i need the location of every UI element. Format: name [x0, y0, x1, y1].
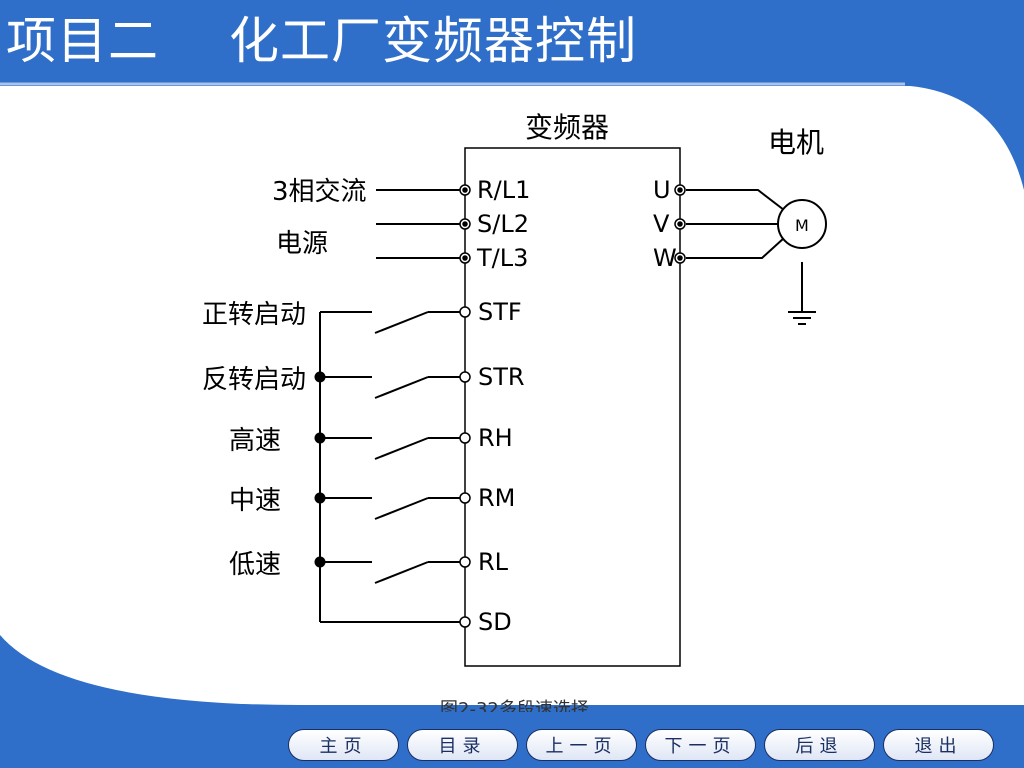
- terminal-stf: STF: [478, 298, 522, 326]
- title-subject: 化工厂变频器控制: [229, 12, 637, 70]
- title-project: 项目二: [6, 12, 159, 70]
- terminal-rm: RM: [478, 484, 515, 512]
- output-terminal-circles: [674, 184, 686, 264]
- next-page-button[interactable]: 下一页: [645, 729, 756, 761]
- motor-label: 电机: [768, 126, 824, 159]
- power-wires: [376, 189, 460, 259]
- terminal-rh: RH: [478, 424, 513, 452]
- input-terminal-circles: [459, 184, 471, 264]
- figure-caption: 图2-32多段速选择: [440, 699, 589, 712]
- power-label-line1: 3相交流: [272, 177, 367, 207]
- terminal-rl: RL: [478, 548, 509, 576]
- terminal-w: W: [653, 244, 677, 272]
- signal-label-forward-start: 正转启动: [202, 300, 306, 330]
- terminal-str: STR: [478, 363, 525, 391]
- previous-page-button[interactable]: 上一页: [526, 729, 637, 761]
- terminal-u: U: [653, 176, 671, 204]
- slide-title: 项目二 化工厂变频器控制: [6, 6, 637, 76]
- bus-junction-dots: [314, 371, 326, 568]
- signal-label-mid-speed: 中速: [229, 486, 281, 516]
- inverter-label: 变频器: [525, 111, 609, 144]
- signal-label-low-speed: 低速: [229, 550, 281, 580]
- contents-button[interactable]: 目录: [407, 729, 518, 761]
- back-button[interactable]: 后退: [764, 729, 875, 761]
- motor-symbol: M: [795, 216, 809, 235]
- home-button[interactable]: 主页: [288, 729, 399, 761]
- terminal-t-l3: T/L3: [476, 244, 528, 272]
- terminal-s-l2: S/L2: [477, 210, 529, 238]
- control-wiring: [319, 311, 460, 623]
- inverter-box: [464, 147, 681, 667]
- control-terminal-circles: [459, 306, 471, 628]
- terminal-r-l1: R/L1: [477, 176, 530, 204]
- terminal-v: V: [653, 210, 670, 238]
- motor-wires: [686, 189, 816, 325]
- terminal-sd: SD: [478, 608, 512, 636]
- power-label-line2: 电源: [276, 229, 328, 259]
- slide-navigation: 主页 目录 上一页 下一页 后退 退出: [288, 729, 994, 763]
- motor-symbol-circle: [777, 199, 827, 249]
- signal-label-reverse-start: 反转启动: [202, 365, 306, 395]
- signal-label-high-speed: 高速: [229, 426, 281, 456]
- exit-button[interactable]: 退出: [883, 729, 994, 761]
